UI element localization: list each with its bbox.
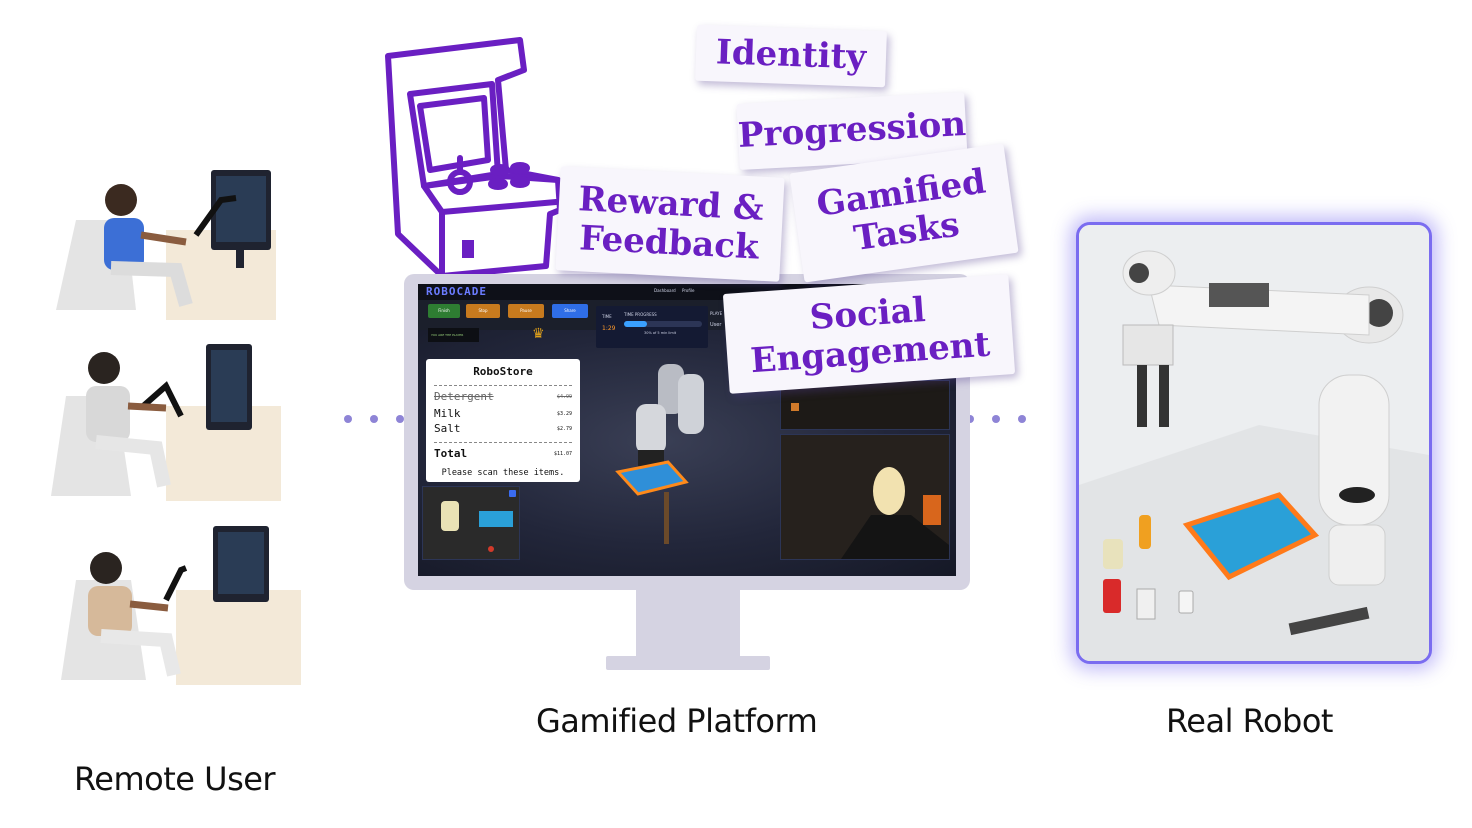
platform-caption: Gamified Platform [536, 702, 818, 740]
finish-button[interactable]: Finish [428, 304, 460, 318]
card-identity: Identity [695, 24, 887, 88]
remote-user-caption: Remote User [74, 760, 276, 798]
monitor-stand-foot [606, 656, 770, 670]
nav-profile[interactable]: Profile [682, 288, 695, 293]
remote-user-photo-2 [46, 336, 296, 506]
progress-label: TIME PROGRESS [624, 312, 657, 317]
right-connector-dots [966, 415, 1026, 423]
player-name: User [710, 322, 722, 328]
receipt-item-salt: Salt [434, 422, 461, 435]
time-progress-fill [624, 321, 648, 327]
camera-view-overhead [422, 486, 520, 560]
game-screen: ROBOCADE Dashboard Profile Finish Stop P… [418, 284, 956, 576]
time-progress-panel: TIME 1:29 TIME PROGRESS 30% of 5 min lim… [596, 306, 708, 348]
card-social-engagement: Social Engagement [722, 274, 1016, 394]
card-reward-feedback: Reward & Feedback [555, 166, 785, 282]
robocade-logo: ROBOCADE [426, 285, 487, 298]
trophy-icon: ♛ [532, 326, 545, 342]
robot-caption: Real Robot [1166, 702, 1333, 740]
virtual-robot-arm [615, 364, 704, 544]
receipt-price-salt: $2.79 [556, 426, 572, 432]
receipt-note: Please scan these items. [441, 468, 565, 478]
receipt-item-milk: Milk [434, 407, 461, 420]
receipt-price-milk: $3.29 [556, 411, 572, 417]
pause-button[interactable]: Pause [508, 304, 544, 318]
receipt-total-value: $11.07 [553, 451, 572, 457]
monitor-stand-neck [636, 590, 740, 658]
time-value: 1:29 [602, 325, 616, 332]
robostore-receipt: RoboStore Detergent $4.99 Milk $3.29 Sal… [426, 359, 580, 482]
players-label: PLAYE [710, 311, 723, 316]
receipt-total-label: Total [434, 447, 468, 460]
receipt-item-detergent: Detergent [434, 390, 494, 403]
remote-user-photo-3 [56, 520, 306, 690]
player-status-chip: YOU ARE THE PLAYER [428, 328, 479, 342]
progress-text: 30% of 5 min limit [644, 331, 677, 335]
receipt-title: RoboStore [473, 365, 533, 378]
nav-dashboard[interactable]: Dashboard [654, 288, 676, 293]
share-button[interactable]: Share [552, 304, 588, 318]
stop-button[interactable]: Stop [466, 304, 500, 318]
arcade-cabinet-icon [385, 37, 563, 279]
receipt-price-detergent: $4.99 [556, 394, 572, 400]
left-connector-dots [344, 415, 404, 423]
camera-view-wrist [780, 434, 950, 560]
time-label: TIME [602, 314, 612, 319]
real-robot-photo [1076, 222, 1432, 664]
time-progress-bar [624, 321, 702, 327]
remote-user-photo-1 [46, 160, 296, 330]
